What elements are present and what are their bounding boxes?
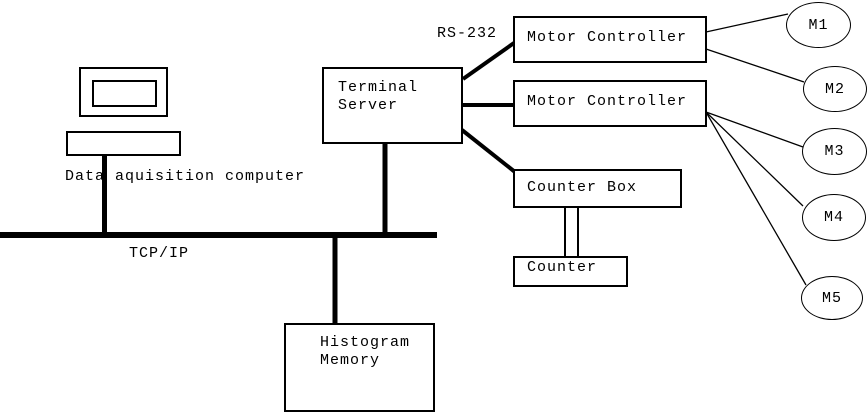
counter-node: Counter <box>513 256 628 287</box>
motor-node-m4: M4 <box>802 194 866 241</box>
motor-controller-2-label: Motor Controller <box>527 93 688 110</box>
motor-m2-label: M2 <box>824 80 845 98</box>
counter-label: Counter <box>527 259 598 276</box>
motor-controller-2-node: Motor Controller <box>513 80 707 127</box>
terminal-server-to-counter-box-line <box>460 128 517 174</box>
motor-controller-2-to-m5-line <box>705 111 807 286</box>
motor-node-m5: M5 <box>801 276 863 320</box>
motor-m1-label: M1 <box>808 16 829 34</box>
histogram-memory-label-line2: Memory <box>320 352 381 369</box>
motor-controller-1-to-m2-line <box>705 48 805 83</box>
motor-controller-1-label: Motor Controller <box>527 29 688 46</box>
motor-controller-2-to-m3-line <box>705 111 804 148</box>
tcpip-bus-label: TCP/IP <box>129 245 190 262</box>
motor-m4-label: M4 <box>823 209 844 226</box>
terminal-server-to-motor-controller-1-line <box>461 41 516 81</box>
counter-box-node: Counter Box <box>513 169 682 208</box>
terminal-server-label-line1: Terminal <box>338 79 419 96</box>
motor-node-m2: M2 <box>803 66 867 112</box>
motor-m5-label: M5 <box>821 289 842 307</box>
motor-node-m1: M1 <box>786 2 851 48</box>
motor-node-m3: M3 <box>802 128 867 175</box>
histogram-memory-label-line1: Histogram <box>320 334 411 351</box>
counter-box-label: Counter Box <box>527 179 638 196</box>
motor-controller-1-to-m1-line <box>705 13 789 33</box>
terminal-server-label-line2: Server <box>338 97 399 114</box>
motor-controller-1-node: Motor Controller <box>513 16 707 63</box>
computer-keyboard-icon <box>66 131 181 156</box>
rs232-label: RS-232 <box>437 25 498 42</box>
computer-screen-icon <box>92 80 157 107</box>
motor-m3-label: M3 <box>824 143 845 160</box>
histogram-memory-node: Histogram Memory <box>284 323 435 412</box>
terminal-server-node: Terminal Server <box>322 67 463 144</box>
computer-caption: Data aquisition computer <box>65 168 306 185</box>
motor-controller-2-to-m4-line <box>705 111 804 207</box>
